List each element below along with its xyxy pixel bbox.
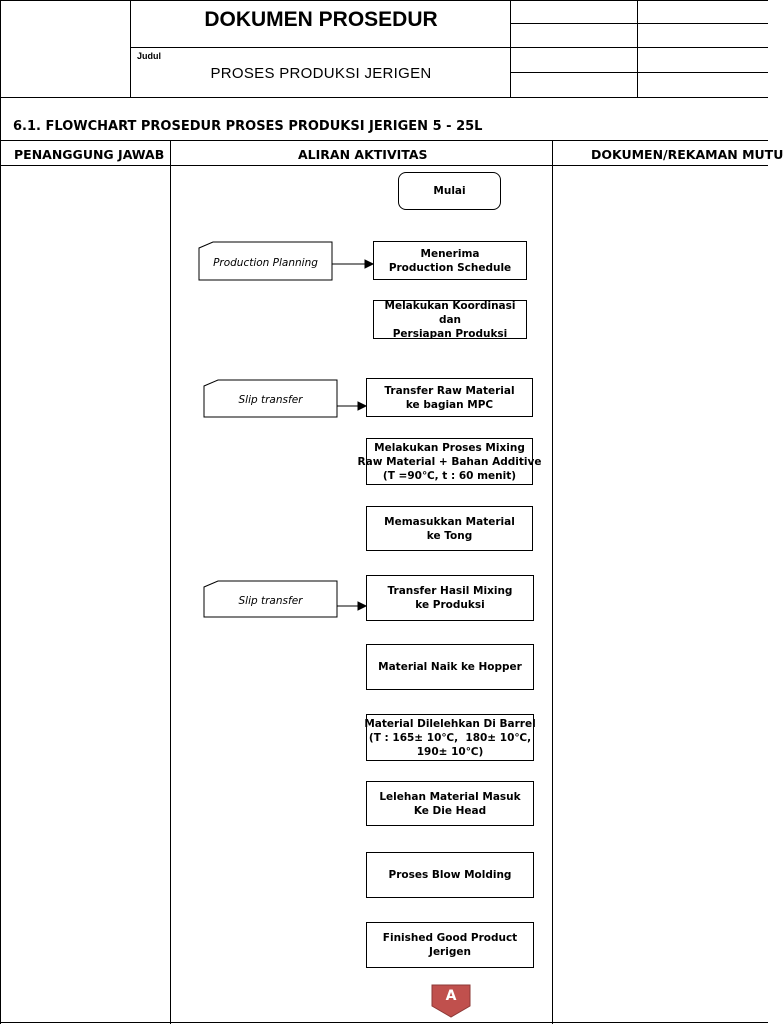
flow-step-6: Transfer Hasil Mixing ke Produksi xyxy=(366,575,534,621)
flow-step-4: Melakukan Proses Mixing Raw Material + B… xyxy=(358,438,541,485)
column-divider-1 xyxy=(170,140,171,1024)
flow-step-10: Proses Blow Molding xyxy=(366,852,534,898)
document-title: DOKUMEN PROSEDUR xyxy=(204,8,438,31)
flow-step-9: Lelehan Material Masuk Ke Die Head xyxy=(366,781,534,826)
flow-step-label: Material Naik ke Hopper xyxy=(378,661,522,673)
flow-step-label: Proses Blow Molding xyxy=(388,869,512,881)
flow-step-label: Transfer Raw Material ke bagian MPC xyxy=(384,384,515,411)
header-top-border xyxy=(0,0,768,1)
flow-step-7: Material Naik ke Hopper xyxy=(366,644,534,690)
input-label-slip-transfer-1: Slip transfer xyxy=(238,394,303,406)
column-header-activity: ALIRAN AKTIVITAS xyxy=(298,147,428,162)
flow-step-label: Lelehan Material Masuk Ke Die Head xyxy=(379,790,521,817)
document-subtitle: PROSES PRODUKSI JERIGEN xyxy=(210,65,432,82)
table-left-border xyxy=(0,0,1,1024)
flow-step-5: Memasukkan Material ke Tong xyxy=(366,506,533,551)
table-header-border xyxy=(0,165,768,166)
input-label-production-planning: Production Planning xyxy=(213,256,318,269)
flow-step-label: Melakukan Koordinasi dan Persiapan Produ… xyxy=(384,299,516,340)
flow-step-label: Melakukan Proses Mixing Raw Material + B… xyxy=(357,441,542,482)
table-bottom-border xyxy=(0,1022,768,1023)
section-title: 6.1. FLOWCHART PROSEDUR PROSES PRODUKSI … xyxy=(13,119,483,134)
flow-step-3: Transfer Raw Material ke bagian MPC xyxy=(366,378,533,417)
flow-start-label: Mulai xyxy=(433,185,466,197)
flow-step-2: Melakukan Koordinasi dan Persiapan Produ… xyxy=(373,299,527,340)
flow-step-label: Memasukkan Material ke Tong xyxy=(384,515,515,542)
header-meta-divider-1 xyxy=(510,0,511,97)
flow-step-label: Menerima Production Schedule xyxy=(388,247,512,274)
column-header-document: DOKUMEN/REKAMAN MUTU xyxy=(591,147,783,162)
column-divider-2 xyxy=(552,140,553,1024)
flow-step-label: Transfer Hasil Mixing ke Produksi xyxy=(387,585,513,611)
header-meta-divider-2 xyxy=(637,0,638,97)
flow-start: Mulai xyxy=(398,172,501,210)
input-label-slip-transfer-2: Slip transfer xyxy=(238,594,303,607)
flow-step-11: Finished Good Product Jerigen xyxy=(366,922,534,968)
off-page-connector-label: A xyxy=(445,988,457,1004)
header-title-divider xyxy=(130,47,768,48)
header-logo-divider xyxy=(130,0,131,97)
off-page-connector-icon xyxy=(431,984,471,1018)
table-top-border xyxy=(0,140,768,141)
header-meta-row-1 xyxy=(510,23,768,24)
flow-step-label: Material Dilelehkan Di Barrel (T : 165± … xyxy=(364,717,536,758)
flow-step-label: Finished Good Product Jerigen xyxy=(382,932,518,958)
header-meta-row-3 xyxy=(510,72,768,73)
flow-step-1: Menerima Production Schedule xyxy=(373,241,527,280)
header-bottom-border xyxy=(0,97,768,98)
column-header-responsible: PENANGGUNG JAWAB xyxy=(14,147,165,162)
flow-step-8: Material Dilelehkan Di Barrel (T : 165± … xyxy=(364,714,536,761)
input-shape-production-planning xyxy=(198,241,333,281)
judul-label: Judul xyxy=(137,51,161,61)
input-shape-slip-transfer-1 xyxy=(203,379,338,418)
input-shape-slip-transfer-2 xyxy=(203,580,338,618)
